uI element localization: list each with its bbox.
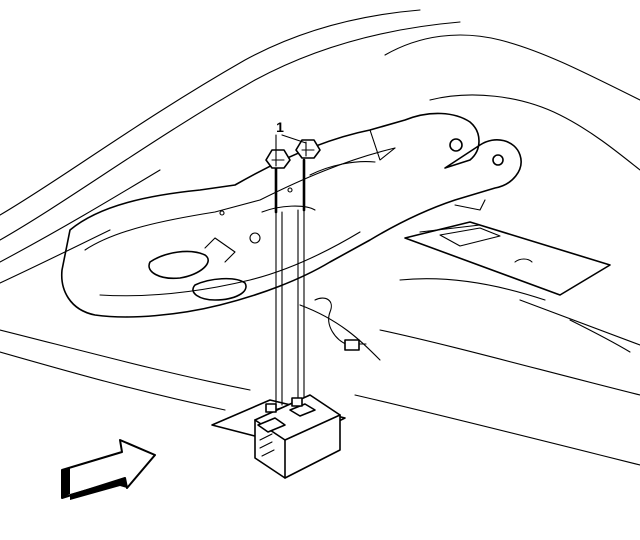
mounting-bolts — [273, 158, 307, 421]
mounting-nuts — [265, 139, 321, 169]
callout-1-leaders — [275, 134, 307, 153]
front-direction-arrow-icon — [61, 439, 156, 500]
nut-left — [265, 149, 291, 169]
control-module — [254, 394, 341, 479]
floor-pan — [0, 9, 640, 466]
bracket-openings — [148, 205, 316, 301]
callout-1-label: 1 — [276, 119, 284, 135]
right-panel — [404, 199, 611, 296]
nut-right — [295, 139, 321, 159]
wiring-harness — [299, 297, 381, 361]
crossmember — [60, 112, 522, 318]
